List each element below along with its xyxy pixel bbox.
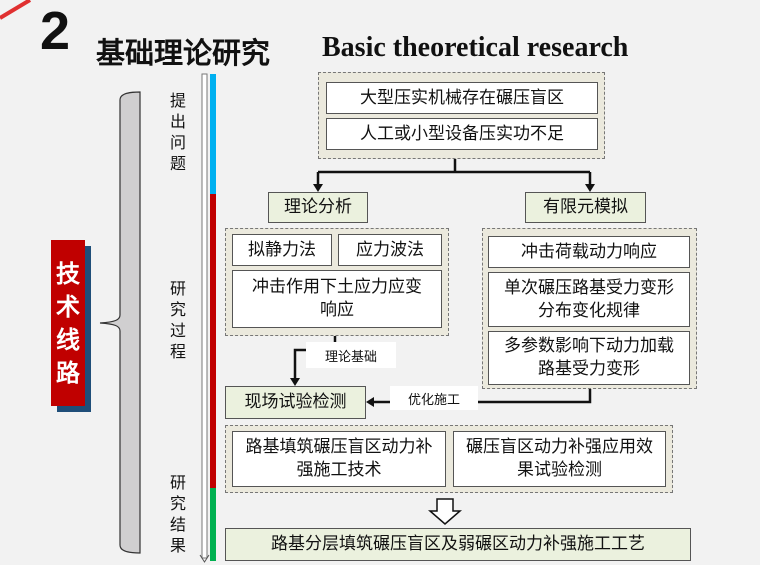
corner-accent [0,0,32,20]
fem-simulation-box: 有限元模拟 [525,192,646,223]
section-number: 2 [40,1,71,61]
stage-label-process: 研究过程 [169,279,186,361]
sim-box-3: 多参数影响下动力加载路基受力变形 [488,331,690,385]
stage-bar-2 [210,194,216,488]
stage-bar-3 [210,488,216,561]
stage-label-result: 研究结果 [169,473,186,555]
theory-basis-label: 理论基础 [306,342,396,368]
method-box-quasi-static: 拟静力法 [232,234,332,266]
hollow-down-arrow [427,498,463,525]
optimize-construction-label: 优化施工 [390,386,478,410]
theory-analysis-box: 理论分析 [268,192,368,223]
tech-route-label: 技术线路 [51,240,85,406]
timeline-axis [201,73,208,559]
problem-box-2: 人工或小型设备压实功不足 [326,118,598,150]
sim-box-1: 冲击荷载动力响应 [488,236,690,268]
field-test-box: 现场试验检测 [225,386,366,419]
output-box-1: 路基填筑碾压盲区动力补强施工技术 [232,431,446,487]
stress-strain-box: 冲击作用下土应力应变响应 [232,270,442,328]
timeline-arrowhead [199,554,210,563]
bracket [99,91,141,554]
final-result-box: 路基分层填筑碾压盲区及弱碾区动力补强施工工艺 [225,528,691,561]
sim-box-2: 单次碾压路基受力变形分布变化规律 [488,272,690,327]
section-title-en: Basic theoretical research [322,32,629,63]
section-title-cn: 基础理论研究 [96,36,271,70]
problem-box-1: 大型压实机械存在碾压盲区 [326,82,598,114]
stage-label-problem: 提出问题 [169,91,186,173]
method-box-stress-wave: 应力波法 [338,234,442,266]
output-box-2: 碾压盲区动力补强应用效果试验检测 [453,431,666,487]
stage-bar-1 [210,74,216,194]
